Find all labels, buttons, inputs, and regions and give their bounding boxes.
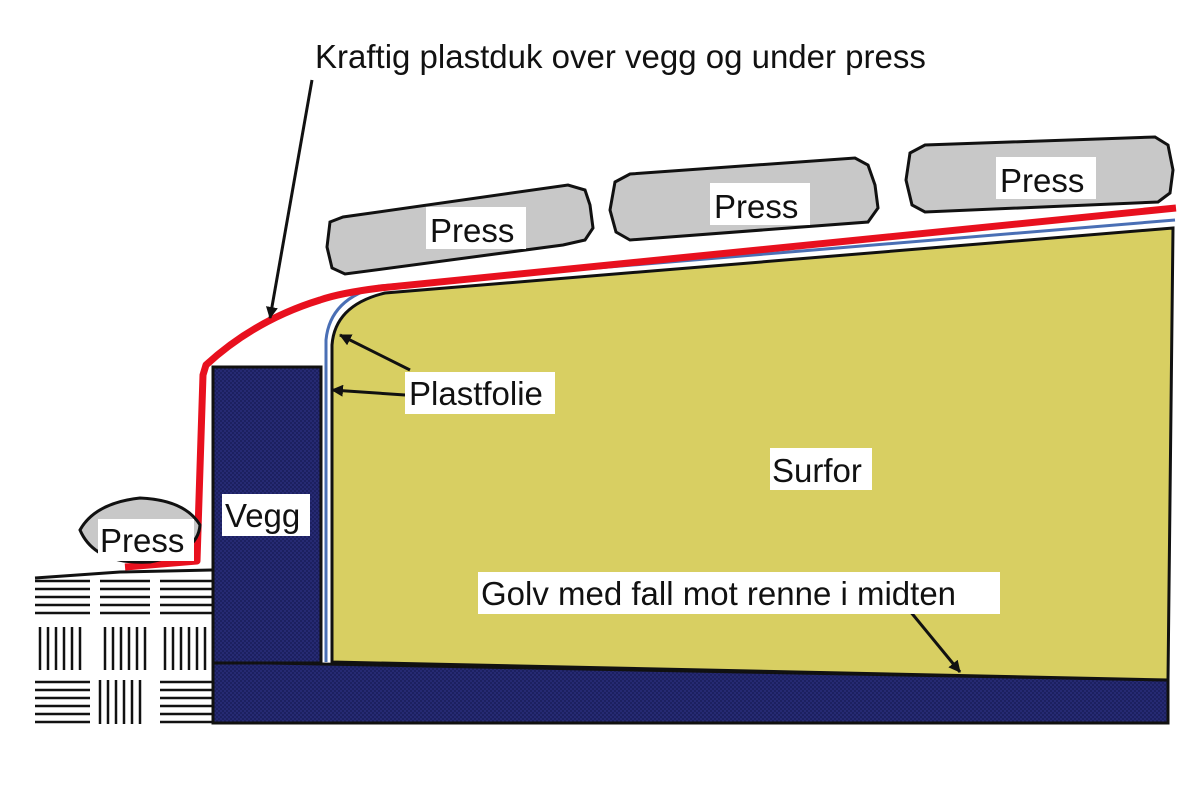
label-silage-bg (770, 448, 872, 490)
label-press-3: Press (1000, 162, 1084, 199)
label-press-1-bg (426, 207, 526, 249)
label-press-2-bg (710, 183, 810, 225)
film-arrow-lower (331, 384, 406, 397)
label-press-small: Press (100, 522, 184, 559)
label-press-2: Press (714, 188, 798, 225)
label-floor: Golv med fall mot renne i midten (481, 575, 956, 612)
label-press-small-bg (98, 519, 194, 561)
label-floor-bg (478, 572, 1000, 614)
label-silage: Surfor (772, 452, 862, 489)
tarp-arrow (266, 79, 314, 319)
leader-arrows (266, 79, 962, 673)
label-plastic-film: Plastfolie (409, 375, 543, 412)
label-heavy-tarp: Kraftig plastduk over vegg og under pres… (315, 38, 926, 75)
label-press-1: Press (430, 212, 514, 249)
silage-body (330, 226, 1175, 682)
film-arrow-upper (339, 333, 411, 372)
label-wall-bg (222, 494, 310, 536)
label-press-3-bg (996, 157, 1096, 199)
ground-hatching (34, 568, 213, 724)
heavy-tarp-line (124, 204, 1177, 571)
floor-arrow (903, 604, 962, 673)
label-wall: Vegg (225, 497, 300, 534)
label-plastic-film-bg (405, 372, 555, 414)
